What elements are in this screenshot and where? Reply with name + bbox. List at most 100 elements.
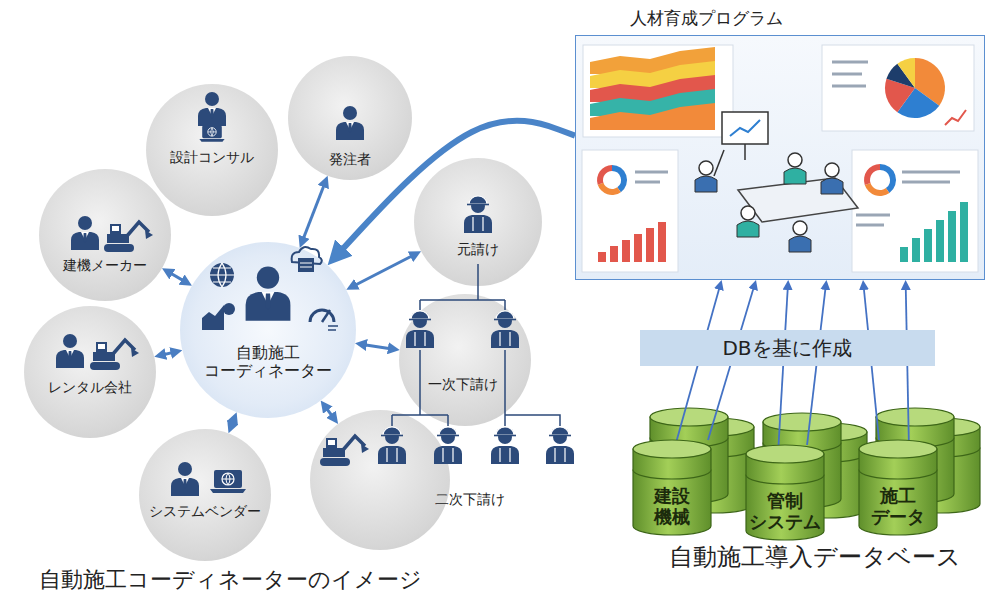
- person-body: [406, 330, 434, 348]
- node-label: 設計コンサル: [170, 149, 254, 167]
- donut-slice: [597, 165, 612, 185]
- excavator-icon: [90, 340, 139, 370]
- database-cylinder: 建設 機械: [632, 440, 712, 535]
- chart-area: [202, 305, 224, 330]
- track: [90, 362, 120, 370]
- helmet-brim: [381, 435, 403, 437]
- cab: [96, 342, 107, 352]
- person-body: [491, 330, 519, 348]
- node-label: 建機メーカー: [63, 257, 147, 275]
- globe-lines: [208, 128, 216, 136]
- cylinder: [633, 440, 711, 535]
- attendee-head: [788, 153, 802, 167]
- person-body: [198, 108, 226, 126]
- laptop-icon: [199, 126, 224, 142]
- gauge-needle: [322, 310, 330, 322]
- bar: [924, 229, 932, 262]
- person-head: [78, 216, 92, 230]
- region-fill: [24, 74, 512, 562]
- globe-lines: [222, 473, 234, 485]
- bar: [900, 247, 908, 262]
- gauge: [310, 310, 334, 322]
- person-icon: [171, 462, 199, 496]
- cylinder-top: [876, 408, 954, 426]
- chart-card: [852, 150, 978, 272]
- cab-window: [112, 226, 119, 231]
- person-head: [178, 462, 192, 476]
- excavator-body: [323, 448, 345, 457]
- connector-arrow: [324, 405, 334, 419]
- donut-slice: [880, 164, 896, 193]
- person-body: [246, 292, 291, 321]
- person-body: [378, 446, 406, 464]
- connector-arrow: [302, 181, 326, 242]
- bar: [948, 211, 956, 262]
- donut-slice: [598, 183, 621, 195]
- person-icon: [246, 266, 291, 320]
- cylinder-body: [633, 470, 711, 535]
- attendee-body: [784, 168, 806, 184]
- worker-icon: [464, 196, 492, 233]
- helmet: [411, 311, 429, 319]
- globe: [208, 128, 216, 136]
- person-head: [343, 106, 357, 120]
- server-lines: [300, 263, 312, 267]
- attendee-head: [793, 221, 807, 235]
- helmet: [383, 427, 401, 435]
- person-head: [205, 92, 219, 106]
- tie: [265, 294, 271, 310]
- cylinder-body: [746, 475, 824, 540]
- tie: [183, 479, 187, 489]
- bar: [658, 222, 666, 262]
- attendee-body: [737, 221, 759, 237]
- node-label: 一次下請け: [428, 376, 498, 394]
- node-label: レンタル会社: [48, 379, 132, 397]
- bucket: [131, 348, 139, 357]
- node-label: 自動施工 コーディネーター: [204, 344, 332, 381]
- connector-arrow: [361, 344, 394, 349]
- cylinder-body: [859, 470, 937, 535]
- person-icon: [71, 216, 99, 250]
- node-label: 元請け: [457, 241, 499, 259]
- attendee-head: [741, 206, 755, 220]
- cab-window: [328, 440, 335, 445]
- person-icon: [56, 334, 84, 368]
- laptop-screen: [214, 470, 242, 488]
- excavator-body: [107, 234, 129, 243]
- worker-icon: [491, 427, 519, 464]
- chart-card: [583, 45, 733, 137]
- node-label: システムベンダー: [149, 503, 261, 521]
- bar: [598, 252, 606, 262]
- vest: [500, 332, 510, 346]
- person-body: [71, 232, 99, 250]
- cylinder-top: [633, 440, 711, 458]
- helmet-brim: [437, 435, 459, 437]
- laptop-base: [210, 489, 246, 493]
- cab: [326, 438, 337, 448]
- worker-icon: [406, 311, 434, 348]
- node-label: 人材育成プログラム: [630, 8, 783, 29]
- bar: [912, 238, 920, 262]
- attendee-body: [789, 236, 811, 252]
- helmet: [439, 427, 457, 435]
- globe: [222, 473, 234, 485]
- cylinder: [859, 440, 937, 535]
- person-body: [56, 350, 84, 368]
- pie-slice: [897, 58, 915, 88]
- connector-arrow: [352, 254, 416, 287]
- bar: [634, 234, 642, 262]
- worker-icon: [378, 427, 406, 464]
- donut-slice: [612, 165, 627, 192]
- attendee-body: [821, 178, 843, 194]
- helmet: [496, 427, 514, 435]
- stakeholder-circle: システムベンダー: [139, 429, 271, 561]
- chart-card: [822, 45, 974, 131]
- bucket: [361, 444, 369, 453]
- worker-icon: [491, 311, 519, 348]
- helmet-brim: [494, 319, 516, 321]
- node-label: 二次下請け: [435, 491, 505, 509]
- tie: [68, 351, 72, 361]
- chart-icon: [202, 303, 235, 330]
- helmet: [469, 196, 487, 204]
